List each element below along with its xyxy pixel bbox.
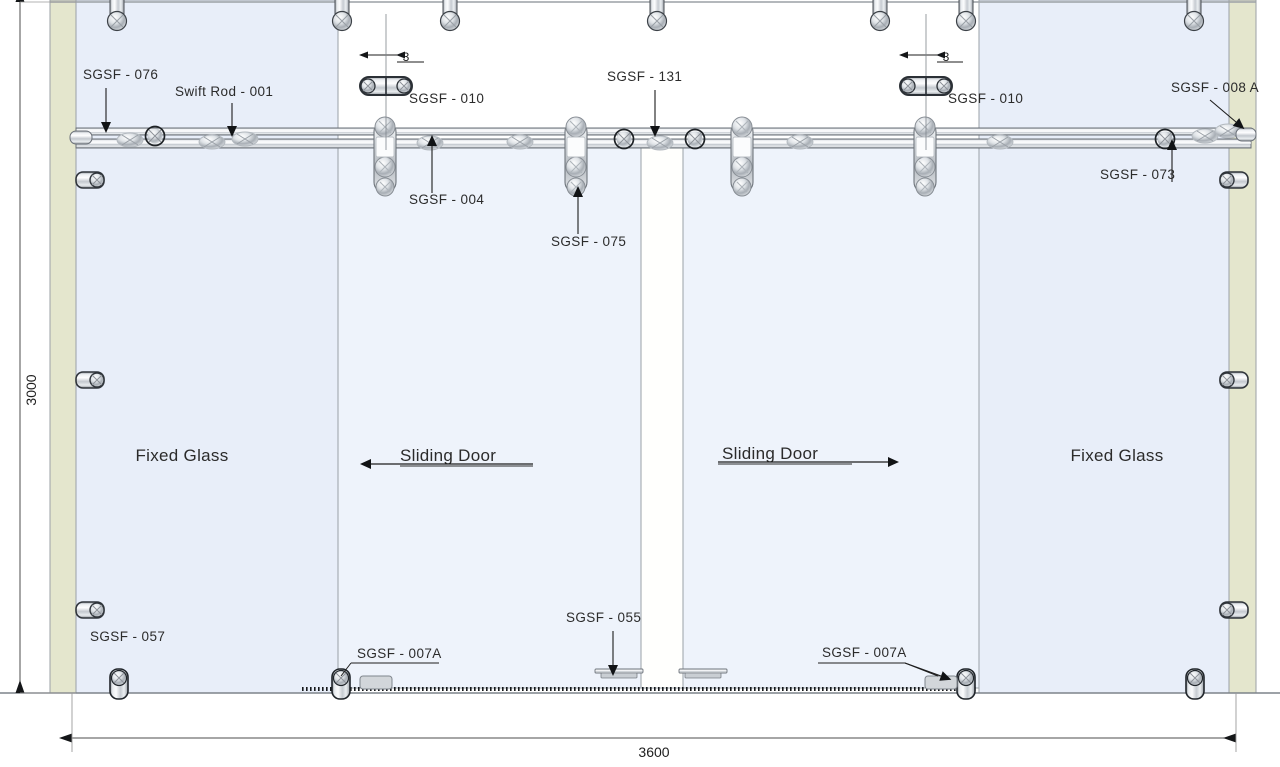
dimension-gap-right-value: 3 bbox=[943, 50, 950, 64]
callout-labels: SGSF - 076 Swift Rod - 001 SGSF - 010 SG… bbox=[83, 67, 1259, 661]
label-sliding-door-left: Sliding Door bbox=[400, 446, 496, 465]
panel-sliding-door-right bbox=[682, 142, 980, 689]
label-fixed-glass-left: Fixed Glass bbox=[135, 446, 228, 465]
dimension-width: 3600 bbox=[59, 693, 1237, 760]
callout-sgsf-008a: SGSF - 008 A bbox=[1171, 80, 1259, 95]
callout-sgsf-007a-left: SGSF - 007A bbox=[357, 646, 442, 661]
callout-sgsf-057: SGSF - 057 bbox=[90, 629, 165, 644]
rod-end-fittings bbox=[69, 127, 1257, 145]
dimension-height-value: 3000 bbox=[23, 374, 39, 405]
callout-leaders bbox=[101, 88, 1245, 681]
label-sliding-door-right: Sliding Door bbox=[722, 444, 818, 463]
frame-jamb-left bbox=[49, 0, 77, 694]
callout-sgsf-007a-right: SGSF - 007A bbox=[822, 645, 907, 660]
callout-sgsf-131: SGSF - 131 bbox=[607, 69, 682, 84]
callout-sgsf-004: SGSF - 004 bbox=[409, 192, 484, 207]
callout-sgsf-073: SGSF - 073 bbox=[1100, 167, 1175, 182]
assembly-background bbox=[0, 0, 1280, 694]
callout-swift-rod-001: Swift Rod - 001 bbox=[175, 84, 273, 99]
callout-sgsf-010-right: SGSF - 010 bbox=[948, 91, 1023, 106]
dimension-height: 3000 bbox=[15, 0, 76, 694]
callout-sgsf-076: SGSF - 076 bbox=[83, 67, 158, 82]
door-gap bbox=[640, 142, 684, 689]
callout-sgsf-010-left: SGSF - 010 bbox=[409, 91, 484, 106]
dimension-gap-left-value: 3 bbox=[403, 50, 410, 64]
frame-jamb-right bbox=[1228, 0, 1257, 694]
callout-sgsf-075: SGSF - 075 bbox=[551, 234, 626, 249]
panel-labels: Fixed Glass Fixed Glass Sliding Door Sli… bbox=[135, 444, 1163, 469]
panel-fixed-glass-right bbox=[978, 0, 1230, 694]
callout-sgsf-055: SGSF - 055 bbox=[566, 610, 641, 625]
panel-fixed-glass-left bbox=[75, 0, 339, 694]
label-fixed-glass-right: Fixed Glass bbox=[1070, 446, 1163, 465]
panel-sliding-door-left bbox=[337, 142, 642, 689]
dimension-width-value: 3600 bbox=[638, 744, 669, 760]
